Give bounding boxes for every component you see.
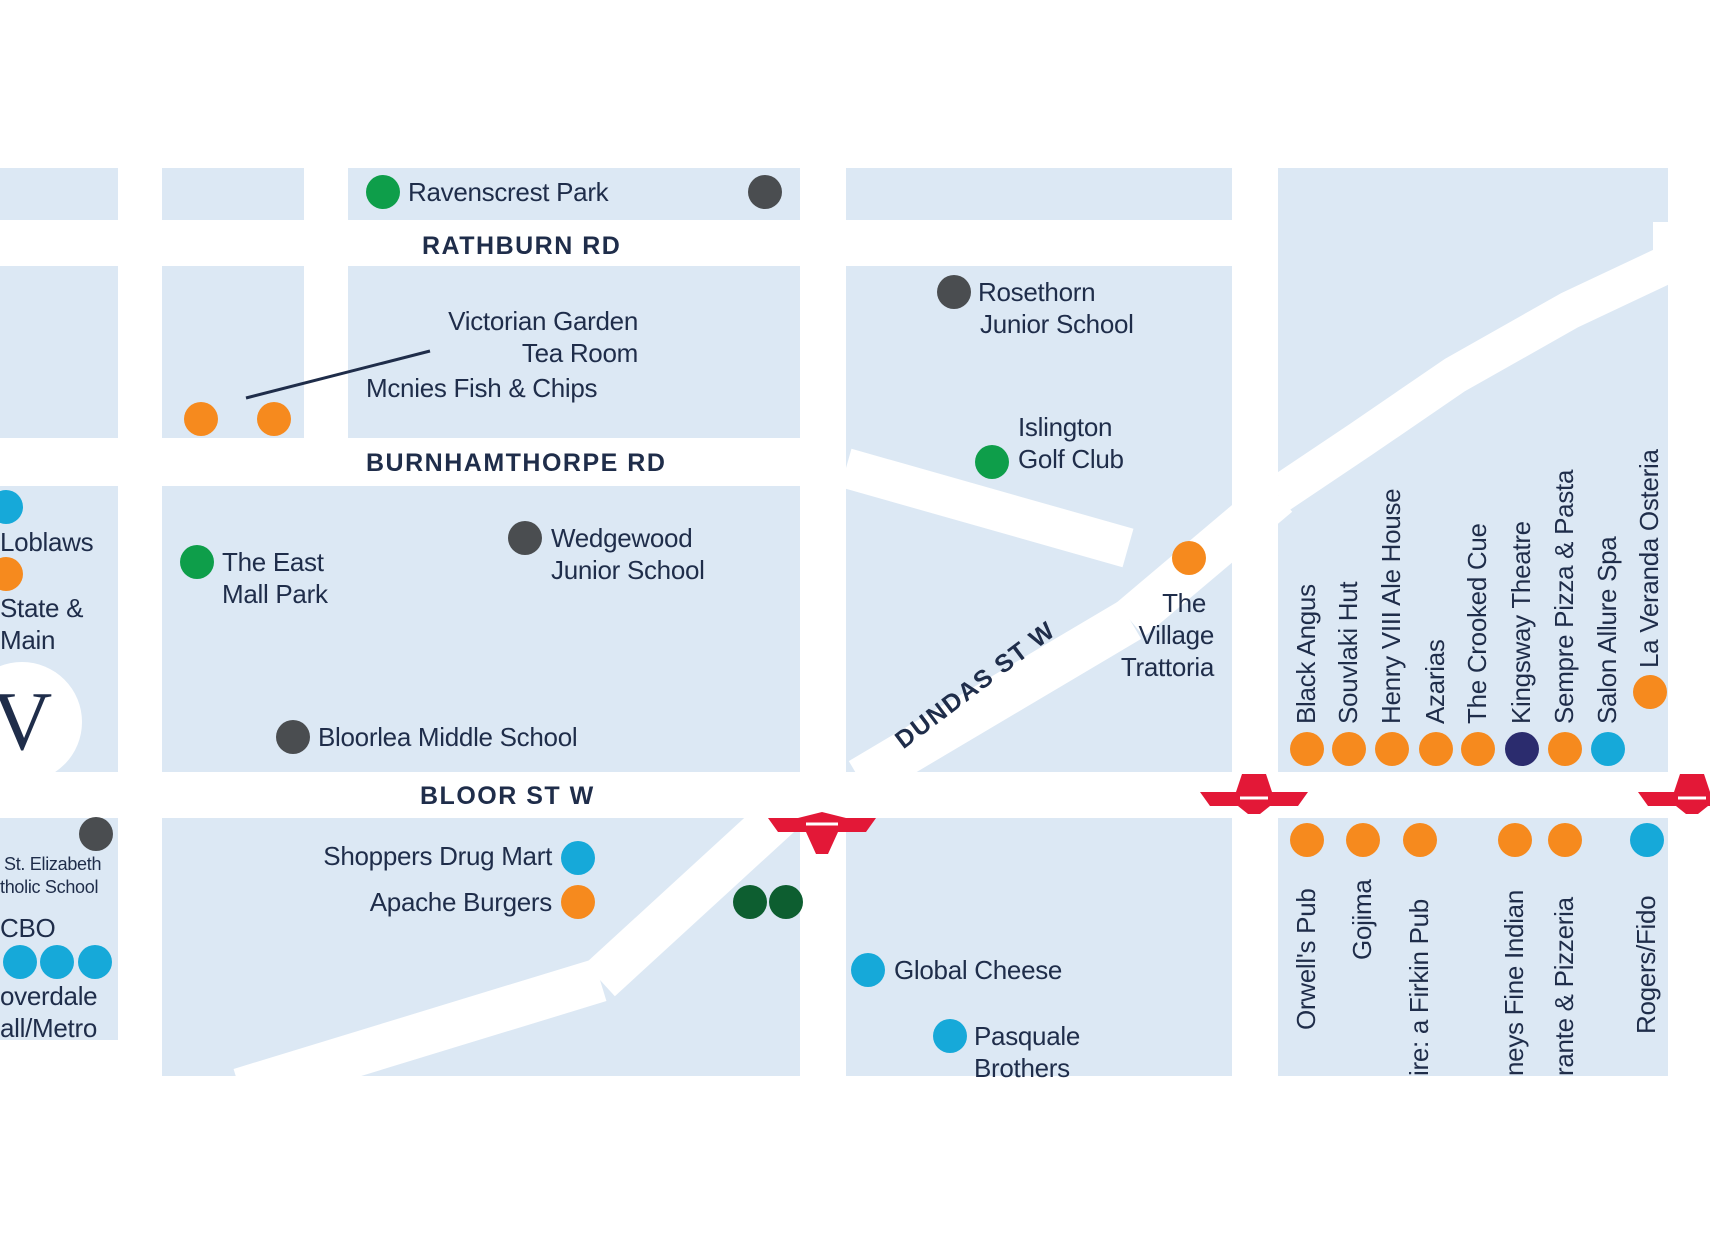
label-victorian-garden: Victorian Garden: [448, 306, 638, 336]
vertical-label-south: Gojima: [1347, 879, 1377, 960]
label-loblaws: Loblaws: [0, 527, 94, 557]
vertical-label-north: Black Angus: [1291, 584, 1321, 724]
label-global-cheese: Global Cheese: [894, 955, 1063, 985]
ttc-subway-icon: [1200, 774, 1308, 814]
label-mcnies: Mcnies Fish & Chips: [366, 373, 598, 403]
restaurant-icon: [1633, 675, 1667, 709]
label-shoppers: Shoppers Drug Mart: [323, 841, 552, 871]
label-state-main: State &: [0, 593, 84, 623]
label-rosethorn: Rosethorn: [978, 277, 1096, 307]
entertainment-icon: [1505, 732, 1539, 766]
block: [162, 486, 800, 772]
vertical-label-north: Azarias: [1420, 639, 1450, 724]
logo-letter: V: [0, 675, 53, 768]
block: [162, 168, 304, 220]
label-wedgewood: Wedgewood: [551, 523, 693, 553]
restaurant-icon: [0, 557, 23, 591]
shopping-icon: [561, 841, 595, 875]
vertical-label-south: Orwell's Pub: [1291, 888, 1321, 1030]
vertical-label-north: Souvlaki Hut: [1333, 581, 1363, 724]
restaurant-icon: [1172, 541, 1206, 575]
vertical-label-north: Kingsway Theatre: [1506, 521, 1536, 724]
shopping-icon: [1591, 732, 1625, 766]
park-icon: [180, 545, 214, 579]
restaurant-icon: [1403, 823, 1437, 857]
label-catholic-school: tholic School: [0, 877, 99, 897]
school-icon: [276, 720, 310, 754]
restaurant-icon: [1375, 732, 1409, 766]
label-cloverdale: overdale: [0, 981, 98, 1011]
block: [0, 266, 118, 438]
school-icon: [937, 275, 971, 309]
shopping-icon: [78, 945, 112, 979]
label-trattoria: Trattoria: [1120, 652, 1214, 682]
park-icon: [769, 885, 803, 919]
label-state-main-2: Main: [0, 625, 56, 655]
block: [846, 818, 1232, 1076]
vertical-label-north: Sempre Pizza & Pasta: [1549, 469, 1579, 724]
restaurant-icon: [1548, 732, 1582, 766]
label-brothers: Brothers: [974, 1053, 1070, 1083]
label-rosethorn-school: Junior School: [980, 309, 1134, 339]
ttc-subway-icon: [1638, 774, 1710, 814]
restaurant-icon: [561, 885, 595, 919]
vertical-label-north: Salon Allure Spa: [1592, 536, 1622, 724]
school-icon: [508, 521, 542, 555]
vertical-label-north: The Crooked Cue: [1462, 523, 1492, 724]
restaurant-icon: [1419, 732, 1453, 766]
school-icon: [748, 175, 782, 209]
restaurant-icon: [257, 402, 291, 436]
shopping-icon: [851, 953, 885, 987]
restaurant-icon: [1498, 823, 1532, 857]
shopping-icon: [40, 945, 74, 979]
park-icon: [975, 445, 1009, 479]
restaurant-icon: [1332, 732, 1366, 766]
school-icon: [79, 817, 113, 851]
label-wedgewood-school: Junior School: [551, 555, 705, 585]
block: [846, 168, 1232, 220]
label-east-mall-park: The East: [222, 547, 324, 577]
label-golf-club: Golf Club: [1018, 444, 1124, 474]
restaurant-icon: [1461, 732, 1495, 766]
restaurant-icon: [1290, 732, 1324, 766]
street-rathburn: RATHBURN RD: [422, 232, 622, 260]
block: [0, 168, 118, 220]
shopping-icon: [0, 490, 23, 524]
label-st-elizabeth: St. Elizabeth: [4, 854, 102, 874]
label-bloorlea: Bloorlea Middle School: [318, 722, 578, 752]
park-icon: [366, 175, 400, 209]
label-village: Village: [1138, 620, 1215, 650]
restaurant-icon: [1548, 823, 1582, 857]
label-cloverdale-mall: all/Metro: [0, 1013, 97, 1043]
label-mall-park: Mall Park: [222, 579, 328, 609]
restaurant-icon: [1290, 823, 1324, 857]
restaurant-icon: [184, 402, 218, 436]
vertical-label-north: Henry VIII Ale House: [1376, 488, 1406, 724]
label-ravenscrest: Ravenscrest Park: [408, 177, 609, 207]
ttc-subway-icon: [768, 812, 876, 854]
label-pasquale: Pasquale: [974, 1021, 1081, 1051]
street-burnhamthorpe: BURNHAMTHORPE RD: [366, 449, 667, 477]
shopping-icon: [3, 945, 37, 979]
vertical-label-south: rante & Pizzeria: [1549, 897, 1579, 1076]
block: [348, 168, 800, 220]
label-village-the: The: [1162, 588, 1206, 618]
shopping-icon: [933, 1019, 967, 1053]
label-tea-room: Tea Room: [521, 338, 638, 368]
restaurant-icon: [1346, 823, 1380, 857]
street-bloor: BLOOR ST W: [420, 782, 595, 810]
shopping-icon: [1630, 823, 1664, 857]
vertical-label-south: Rogers/Fido: [1631, 895, 1661, 1034]
block: [1278, 818, 1668, 1076]
label-lcbo: CBO: [0, 913, 56, 943]
vertical-label-south: ire: a Firkin Pub: [1404, 899, 1434, 1076]
label-apache: Apache Burgers: [369, 887, 553, 917]
park-icon: [733, 885, 767, 919]
vertical-label-south: neys Fine Indian: [1499, 890, 1529, 1076]
vertical-label-north: La Veranda Osteria: [1634, 449, 1664, 668]
block: [0, 818, 118, 1040]
label-islington: Islington: [1018, 412, 1113, 442]
